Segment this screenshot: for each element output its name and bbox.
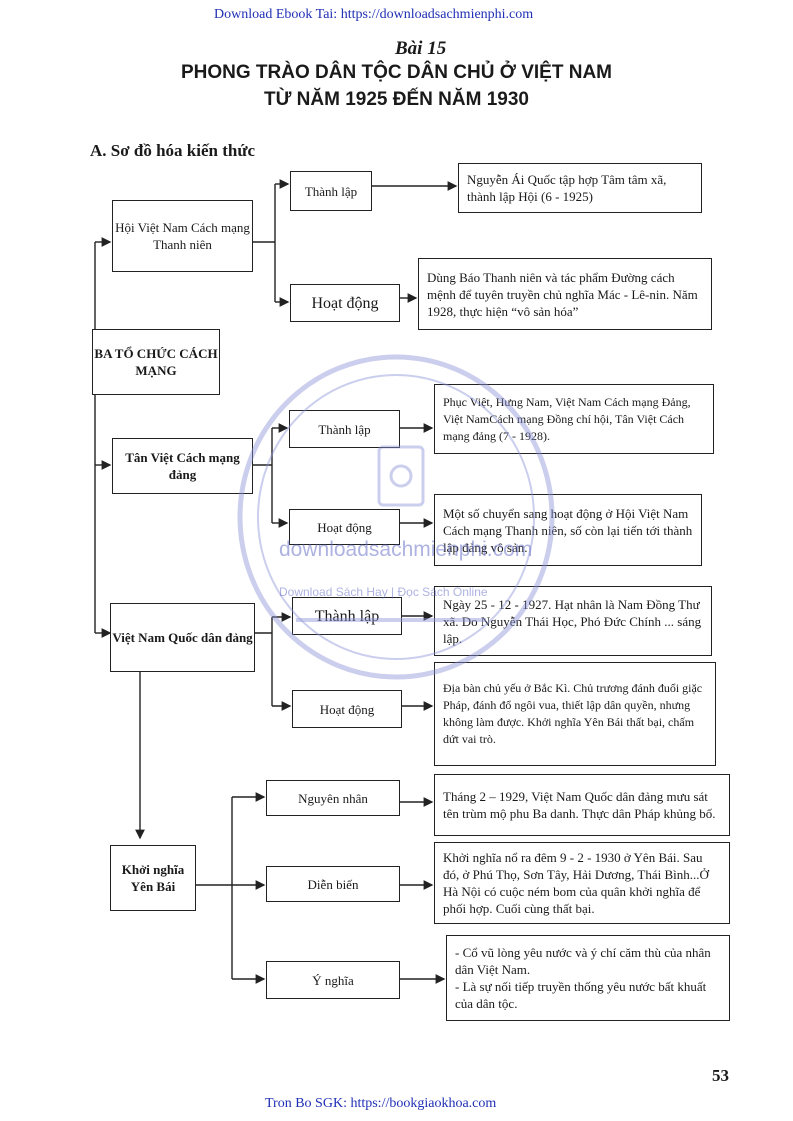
watermark-logo xyxy=(237,354,555,680)
org2-founding-text: Phục Việt, Hưng Nam, Việt Nam Cách mạng … xyxy=(443,394,691,443)
uprising-events-box: Diễn biến xyxy=(266,866,400,902)
org3-activity-detail: Địa bàn chủ yếu ở Bắc Kì. Chủ trương đán… xyxy=(434,662,716,766)
page-number: 53 xyxy=(712,1066,729,1085)
org2-box: Tân Việt Cách mạng đảng xyxy=(112,438,253,494)
watermark-site: downloadsachmienphi.com xyxy=(279,538,533,561)
org1-name: Hội Việt Nam Cách mạng Thanh niên xyxy=(115,220,250,252)
uprising-cause-detail: Tháng 2 – 1929, Việt Nam Quốc dân đảng m… xyxy=(434,774,730,836)
org1-activity-box: Hoạt động xyxy=(290,284,400,322)
uprising-meaning-line1: - Cổ vũ lòng yêu nước và ý chí căm thù c… xyxy=(455,945,711,977)
org1-activity-detail: Dùng Báo Thanh niên và tác phẩm Đường cá… xyxy=(418,258,712,330)
org2-activity-detail: Một số chuyển sang hoạt động ở Hội Việt … xyxy=(434,494,702,566)
page-title-line1: PHONG TRÀO DÂN TỘC DÂN CHỦ Ở VIỆT NAM xyxy=(180,62,613,83)
lesson-number: Bài 15 xyxy=(395,38,447,59)
page-title-line2: TỪ NĂM 1925 ĐẾN NĂM 1930 xyxy=(264,89,529,110)
org3-founding-label: Thành lập xyxy=(314,607,380,625)
org3-box: Việt Nam Quốc dân đảng xyxy=(110,603,255,672)
uprising-cause-label: Nguyên nhân xyxy=(298,790,368,806)
root-label: BA TỔ CHỨC CÁCH MẠNG xyxy=(94,346,218,378)
header-link[interactable]: Download Ebook Tai: https://downloadsach… xyxy=(214,7,534,22)
org2-activity-label: Hoạt động xyxy=(317,519,372,535)
org1-activity-label: Hoạt động xyxy=(311,294,379,312)
uprising-events-text: Khởi nghĩa nổ ra đêm 9 - 2 - 1930 ở Yên … xyxy=(443,850,709,916)
org3-founding-box: Thành lập xyxy=(292,597,402,635)
org1-founding-detail: Nguyễn Ái Quốc tập hợp Tâm tâm xã, thành… xyxy=(458,163,702,213)
uprising-meaning-detail: - Cổ vũ lòng yêu nước và ý chí căm thù c… xyxy=(446,935,730,1021)
org3-activity-text: Địa bàn chủ yếu ở Bắc Kì. Chủ trương đán… xyxy=(443,681,703,746)
watermark-tagline: Download Sách Hay | Đọc Sách Online xyxy=(279,585,488,599)
uprising-cause-text: Tháng 2 – 1929, Việt Nam Quốc dân đảng m… xyxy=(443,789,716,821)
org3-activity-label: Hoạt động xyxy=(319,701,375,717)
org2-founding-detail: Phục Việt, Hưng Nam, Việt Nam Cách mạng … xyxy=(434,384,714,454)
uprising-meaning-line2: - Là sự nối tiếp truyền thống yêu nước b… xyxy=(455,979,707,1011)
uprising-box: Khởi nghĩa Yên Bái xyxy=(110,845,196,911)
uprising-cause-box: Nguyên nhân xyxy=(266,780,400,816)
org3-founding-detail: Ngày 25 - 12 - 1927. Hạt nhân là Nam Đồn… xyxy=(434,586,712,656)
org2-founding-label: Thành lập xyxy=(318,421,371,437)
org2-activity-box: Hoạt động xyxy=(289,509,400,545)
org3-activity-box: Hoạt động xyxy=(292,690,402,728)
org3-name: Việt Nam Quốc dân đảng xyxy=(112,630,253,645)
root-box: BA TỔ CHỨC CÁCH MẠNG xyxy=(92,329,220,395)
org3-founding-text: Ngày 25 - 12 - 1927. Hạt nhân là Nam Đồn… xyxy=(443,596,702,646)
org1-founding-box: Thành lập xyxy=(290,171,372,211)
uprising-events-detail: Khởi nghĩa nổ ra đêm 9 - 2 - 1930 ở Yên … xyxy=(434,842,730,924)
org1-activity-text: Dùng Báo Thanh niên và tác phẩm Đường cá… xyxy=(427,269,698,319)
org1-box: Hội Việt Nam Cách mạng Thanh niên xyxy=(112,200,253,272)
org2-name: Tân Việt Cách mạng đảng xyxy=(125,450,240,482)
org1-founding-label: Thành lập xyxy=(304,183,358,199)
org1-founding-text: Nguyễn Ái Quốc tập hợp Tâm tâm xã, thành… xyxy=(467,172,667,204)
uprising-meaning-label: Ý nghĩa xyxy=(312,972,354,988)
section-heading: A. Sơ đồ hóa kiến thức xyxy=(90,141,256,160)
org2-founding-box: Thành lập xyxy=(289,410,400,448)
org2-activity-text: Một số chuyển sang hoạt động ở Hội Việt … xyxy=(443,505,693,555)
uprising-meaning-box: Ý nghĩa xyxy=(266,961,400,999)
uprising-events-label: Diễn biến xyxy=(307,876,359,892)
uprising-name: Khởi nghĩa Yên Bái xyxy=(121,862,185,894)
footer-link[interactable]: Tron Bo SGK: https://bookgiaokhoa.com xyxy=(265,1096,497,1111)
